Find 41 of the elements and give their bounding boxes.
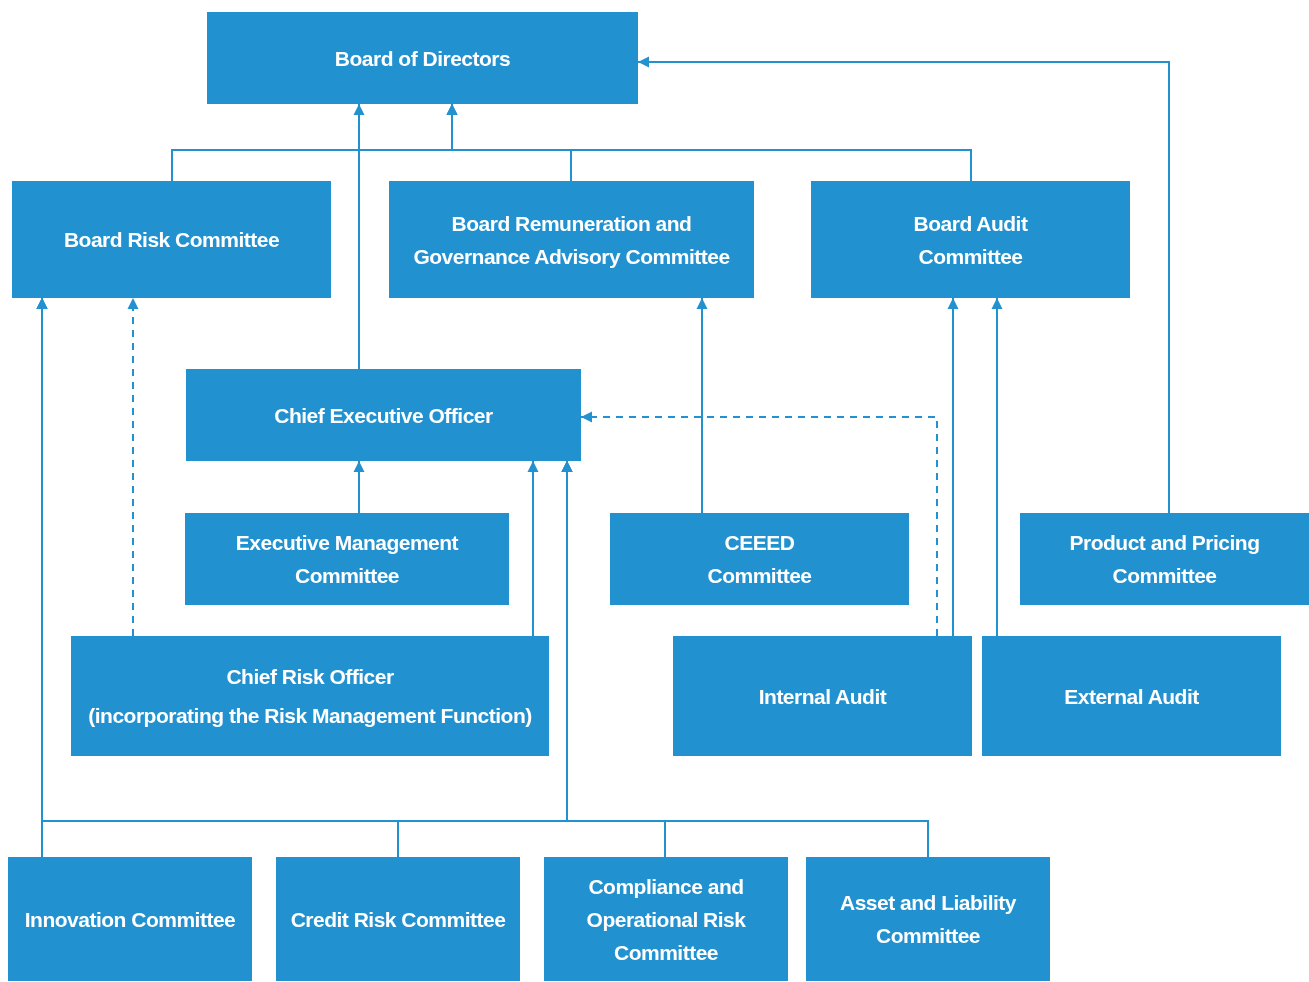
node-title: Innovation Committee xyxy=(24,906,236,933)
node-title: Internal Audit xyxy=(758,683,887,710)
org-box xyxy=(276,857,520,981)
node-title: Board Risk Committee xyxy=(63,227,280,253)
dashed-arrow xyxy=(127,297,139,637)
node-title: Compliance and Operational Risk Committee xyxy=(585,873,747,966)
arrow xyxy=(637,56,1170,514)
org-box xyxy=(185,513,509,605)
arrow xyxy=(947,297,959,637)
node-title: External Audit xyxy=(1064,683,1199,710)
org-box xyxy=(811,181,1130,298)
org-box xyxy=(389,181,754,298)
node-subtitle: (incorporating the Risk Management Function) xyxy=(88,703,532,729)
org-box xyxy=(806,857,1050,981)
node-title: Board Remuneration and Governance Advisory Committee xyxy=(412,210,731,270)
node-title: Chief Risk Officer xyxy=(226,664,394,690)
node-title: Executive Management Committee xyxy=(234,530,460,589)
org-box xyxy=(12,181,331,298)
node-title: Credit Risk Committee xyxy=(290,906,506,933)
node-title: CEEED Committee xyxy=(706,530,813,589)
org-box xyxy=(982,636,1281,756)
org-box xyxy=(673,636,972,756)
arrow xyxy=(446,103,972,182)
node-title: Board Audit Committee xyxy=(912,210,1029,270)
org-box xyxy=(207,12,638,104)
arrow xyxy=(991,297,1003,637)
org-box xyxy=(71,636,549,756)
dashed-arrow xyxy=(580,411,938,637)
org-box xyxy=(8,857,252,981)
node-title: Board of Directors xyxy=(334,45,511,72)
arrow xyxy=(696,297,708,514)
org-box xyxy=(1020,513,1309,605)
node-title: Product and Pricing Committee xyxy=(1068,530,1261,589)
org-box xyxy=(186,369,581,461)
arrow xyxy=(353,460,365,514)
org-box xyxy=(610,513,909,605)
node-title: Asset and Liability Committee xyxy=(838,890,1017,949)
arrow xyxy=(527,460,539,637)
arrow xyxy=(353,103,365,370)
node-title: Chief Executive Officer xyxy=(274,402,493,429)
org-box xyxy=(544,857,788,981)
